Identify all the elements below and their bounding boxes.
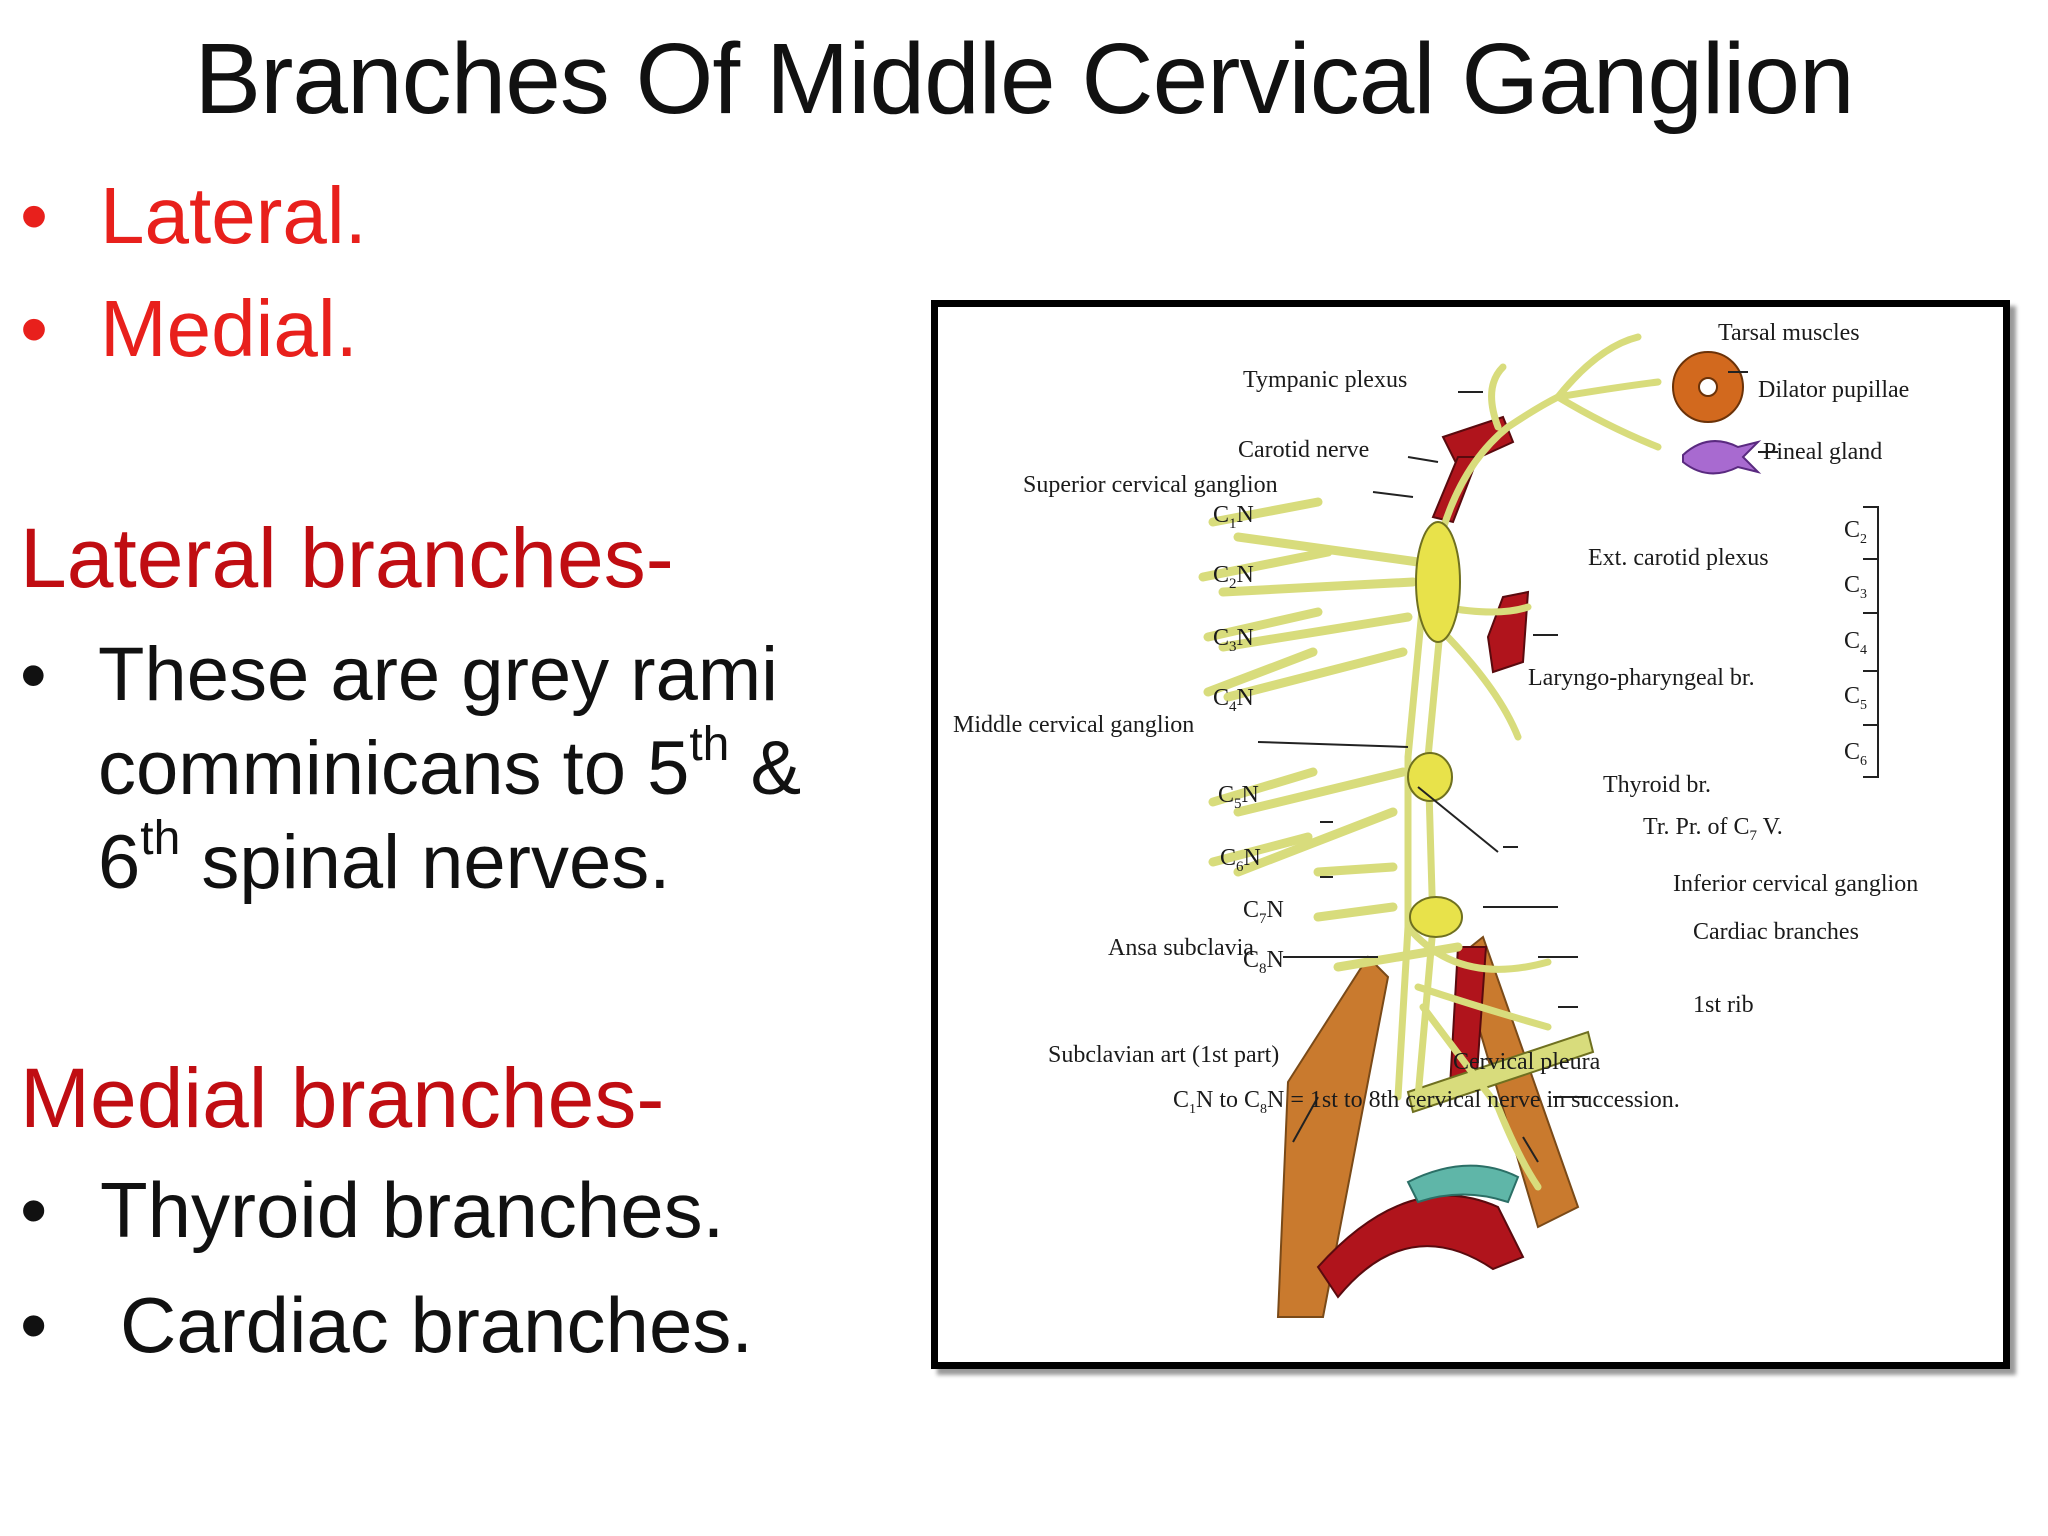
bullet-text: Thyroid branches.	[100, 1166, 725, 1254]
sympathetic-chain-diagram: Tarsal muscles Dilator pupillae Pineal g…	[953, 320, 1918, 1318]
label-ext-carotid-plexus: Ext. carotid plexus	[1588, 545, 1769, 571]
bullet-text: Cardiac branches.	[120, 1281, 753, 1369]
label-carotid-nerve: Carotid nerve	[1238, 437, 1369, 463]
label-c5n: C5N	[1218, 782, 1259, 812]
middle-cervical-ganglion	[1407, 752, 1453, 802]
label-seg-c2: C2	[1844, 517, 1867, 547]
scalene-muscle-left	[1276, 955, 1390, 1318]
medial-heading: Medial branches-	[20, 1051, 665, 1145]
label-cervical-pleura: Cervical pleura	[1453, 1049, 1601, 1075]
text-span: spinal nerves.	[180, 820, 671, 905]
text-span: N = 1st to 8th cervical nerve in success…	[1267, 1087, 1680, 1113]
text-span: N to C	[1196, 1087, 1260, 1113]
label-cardiac-branches: Cardiac branches	[1693, 919, 1859, 945]
bullet-marker: •	[20, 1166, 48, 1254]
lateral-line-3: 6th spinal nerves.	[98, 815, 801, 910]
label-superior-cervical-ganglion: Superior cervical ganglion	[1023, 472, 1278, 498]
text-span: V.	[1757, 814, 1783, 840]
label-first-rib: 1st rib	[1693, 992, 1754, 1018]
label-middle-cervical-ganglion: Middle cervical ganglion	[953, 712, 1194, 738]
label-c8n: C8N	[1243, 947, 1284, 977]
label-c4n: C4N	[1213, 685, 1254, 715]
text-span: 6	[98, 820, 141, 905]
bullet-marker: •	[20, 633, 47, 718]
text-span: &	[729, 726, 802, 811]
pineal-gland	[1682, 440, 1762, 475]
bullet-marker: •	[20, 1281, 48, 1369]
slide-title: Branches Of Middle Cervical Ganglion	[194, 23, 1854, 135]
label-tarsal-muscles: Tarsal muscles	[1718, 320, 1860, 346]
superior-cervical-ganglion	[1415, 521, 1461, 643]
anatomy-figure: Tarsal muscles Dilator pupillae Pineal g…	[931, 300, 2010, 1369]
label-seg-c3: C3	[1844, 572, 1867, 602]
label-dilator-pupillae: Dilator pupillae	[1758, 377, 1909, 403]
label-c6n: C6N	[1220, 845, 1261, 875]
segment-bracket	[1863, 506, 1879, 778]
superscript: th	[689, 718, 730, 771]
label-ansa-subclavia: Ansa subclavia	[1108, 935, 1254, 961]
label-tr-pr: Tr. Pr. of C7 V.	[1643, 814, 1783, 844]
lateral-line-2: comminicans to 5th &	[98, 721, 802, 816]
cervical-pleura	[1406, 1164, 1520, 1204]
label-inferior-cervical-ganglion: Inferior cervical ganglion	[1673, 871, 1918, 897]
lateral-heading: Lateral branches-	[20, 511, 674, 605]
label-c1n: C1N	[1213, 502, 1254, 532]
lateral-line-1: These are grey rami	[98, 632, 779, 717]
text-span: comminicans to 5	[98, 726, 690, 811]
label-c3n: C3N	[1213, 625, 1254, 655]
spinal-nerve-labels: C1N C2N C3N C4N C5N C6N C7N C8N	[1213, 502, 1284, 977]
label-c7n: C7N	[1243, 897, 1284, 927]
subscript: 7	[1750, 828, 1758, 844]
label-pineal-gland: Pineal gland	[1763, 439, 1882, 465]
text-span: C	[1173, 1087, 1189, 1113]
subscript: 8	[1260, 1102, 1267, 1117]
label-seg-c6: C6	[1844, 739, 1867, 769]
spinal-nerve-rami	[1198, 497, 1463, 972]
subscript: 1	[1189, 1102, 1196, 1117]
first-rib	[1406, 1030, 1595, 1114]
bullet-marker: •	[20, 171, 49, 260]
carotid-artery	[1441, 415, 1515, 469]
label-thyroid-br: Thyroid br.	[1603, 772, 1711, 798]
label-tympanic-plexus: Tympanic plexus	[1243, 367, 1407, 393]
external-carotid-artery	[1486, 590, 1530, 674]
label-laryngo-pharyngeal: Laryngo-pharyngeal br.	[1528, 665, 1755, 691]
label-seg-c5: C5	[1844, 683, 1867, 713]
label-subclavian-artery: Subclavian art (1st part)	[1048, 1042, 1279, 1068]
lateral-paragraph: These are grey rami comminicans to 5th &…	[98, 628, 801, 910]
segment-labels: C2 C3 C4 C5 C6	[1844, 517, 1867, 769]
figure-caption: C1N to C8N = 1st to 8th cervical nerve i…	[1173, 1087, 1680, 1117]
label-seg-c4: C4	[1844, 628, 1867, 658]
inferior-cervical-ganglion	[1409, 896, 1463, 938]
leader-lines	[1257, 371, 1778, 1163]
superscript: th	[140, 812, 181, 865]
subclavian-artery	[1316, 1194, 1525, 1299]
bullet-text: Lateral.	[100, 171, 367, 260]
text-span: Tr. Pr. of C	[1643, 814, 1750, 840]
label-c2n: C2N	[1213, 562, 1254, 592]
bullet-marker: •	[20, 284, 49, 373]
bullet-text: Medial.	[100, 284, 358, 373]
